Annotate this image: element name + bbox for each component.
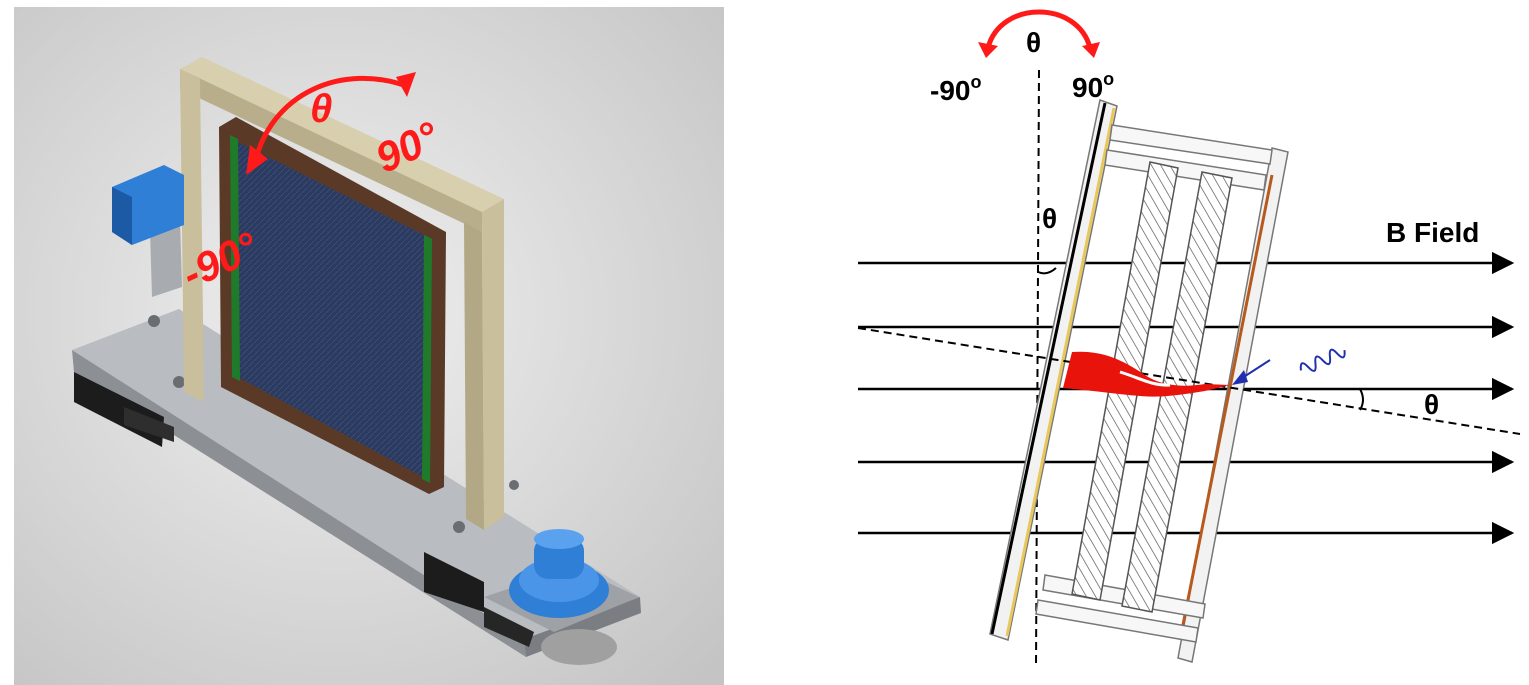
photon-wave	[1299, 348, 1346, 372]
rotation-arrow	[246, 72, 416, 175]
minus-angle-sup: o	[970, 72, 981, 92]
plus-angle-value: 90	[1072, 72, 1103, 103]
detector-stand-render: θ 90° -90°	[14, 7, 724, 685]
top-rail	[1109, 124, 1273, 165]
tan-frame	[180, 57, 504, 530]
theta-track-label: θ	[1424, 389, 1439, 420]
bottom-rail-inner	[1035, 599, 1199, 643]
back-plate-orange-edge	[1178, 174, 1274, 641]
detector-panel	[219, 117, 446, 494]
track-direction-line	[857, 327, 1521, 435]
detector-angle-arc	[1037, 267, 1057, 275]
right-motor	[484, 529, 639, 665]
left-motor	[112, 165, 184, 297]
base-plate	[72, 309, 641, 657]
particle-track	[1063, 351, 1230, 397]
theta-label-render: θ	[310, 87, 332, 131]
particle-track-highlight	[1119, 370, 1171, 387]
plus-angle-label: 90o	[1072, 69, 1114, 103]
rotation-schematic: θ -90o 90o B Field θ θ	[857, 9, 1521, 669]
vertical-reference-line	[1035, 69, 1040, 669]
detector-axis-line	[990, 102, 1107, 635]
front-plate-yellow-edge	[1005, 107, 1116, 637]
front-plate	[989, 99, 1118, 641]
photon-arrowhead	[1232, 370, 1248, 385]
theta-top-label: θ	[1026, 27, 1041, 58]
top-rotation-arrow	[978, 9, 1100, 58]
theta-detector-label: θ	[1042, 203, 1057, 234]
minus-angle-label: -90o	[930, 72, 981, 106]
minus-angle-value: -90	[930, 75, 970, 106]
plus-angle-sup: o	[1103, 69, 1114, 89]
b-field-label: B Field	[1386, 217, 1479, 248]
track-angle-arc	[1359, 388, 1364, 411]
base-feet	[74, 372, 534, 647]
